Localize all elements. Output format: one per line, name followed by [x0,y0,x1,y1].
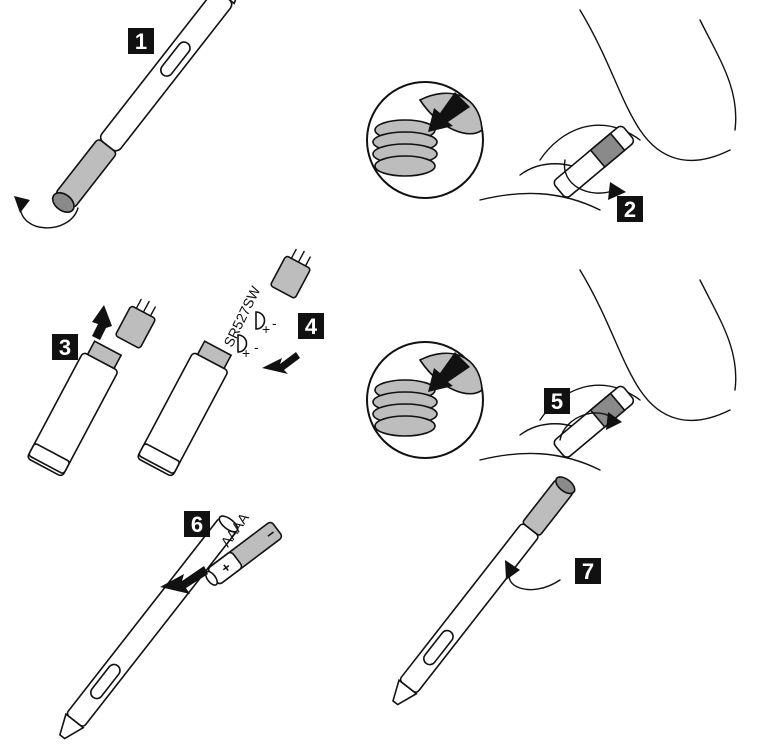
step-badge-4: 4 [298,313,324,339]
polarity-plus-label: + [262,321,270,337]
cap-part [115,298,156,349]
step-badge-5: 5 [544,388,570,414]
panel-step-1: 1 [14,0,247,229]
polarity-minus-label: - [272,315,277,331]
svg-text:3: 3 [59,335,71,360]
svg-text:7: 7 [582,559,594,584]
hand-outline [479,9,737,211]
insert-arrow-icon [262,352,300,374]
rotate-arrow-icon [19,204,79,229]
rotate-arrow-icon [508,569,561,591]
rotate-arrow-icon [563,159,616,194]
panel-step-5: 5 [366,269,737,471]
insert-arrow-icon [160,566,208,594]
svg-text:4: 4 [305,314,318,339]
panel-step-3: 3 [27,298,156,477]
panel-step-6: + − AAAA 6 [58,509,283,740]
press-arrow-icon [428,92,470,132]
button-cell-2 [255,311,266,330]
hand-outline [479,269,737,471]
pen-step-7 [392,476,576,706]
panel-step-4: SR527SW + - + - 4 [137,248,324,477]
cap-part [270,248,311,299]
button-cell-1 [237,334,248,353]
polarity-minus-label: - [254,339,259,355]
polarity-plus-label: + [242,345,250,361]
step-badge-7: 7 [575,558,601,584]
svg-text:5: 5 [551,389,563,414]
svg-text:2: 2 [624,197,636,222]
step-badge-6: 6 [184,511,210,537]
step-badge-3: 3 [52,334,78,360]
panel-step-7: 7 [392,476,601,706]
pen-step-1 [51,0,247,214]
panel-step-2: 2 [366,9,737,222]
press-arrow-icon [428,352,470,392]
pen-step-6 [58,515,239,740]
magnifier-step-5 [366,341,484,459]
aaaa-battery: + − [204,521,283,586]
lift-arrow-icon [92,305,112,340]
svg-text:1: 1 [135,29,147,54]
magnifier-step-2 [366,81,484,199]
step-badge-1: 1 [128,28,154,54]
step-badge-2: 2 [617,196,643,222]
svg-text:6: 6 [191,512,203,537]
